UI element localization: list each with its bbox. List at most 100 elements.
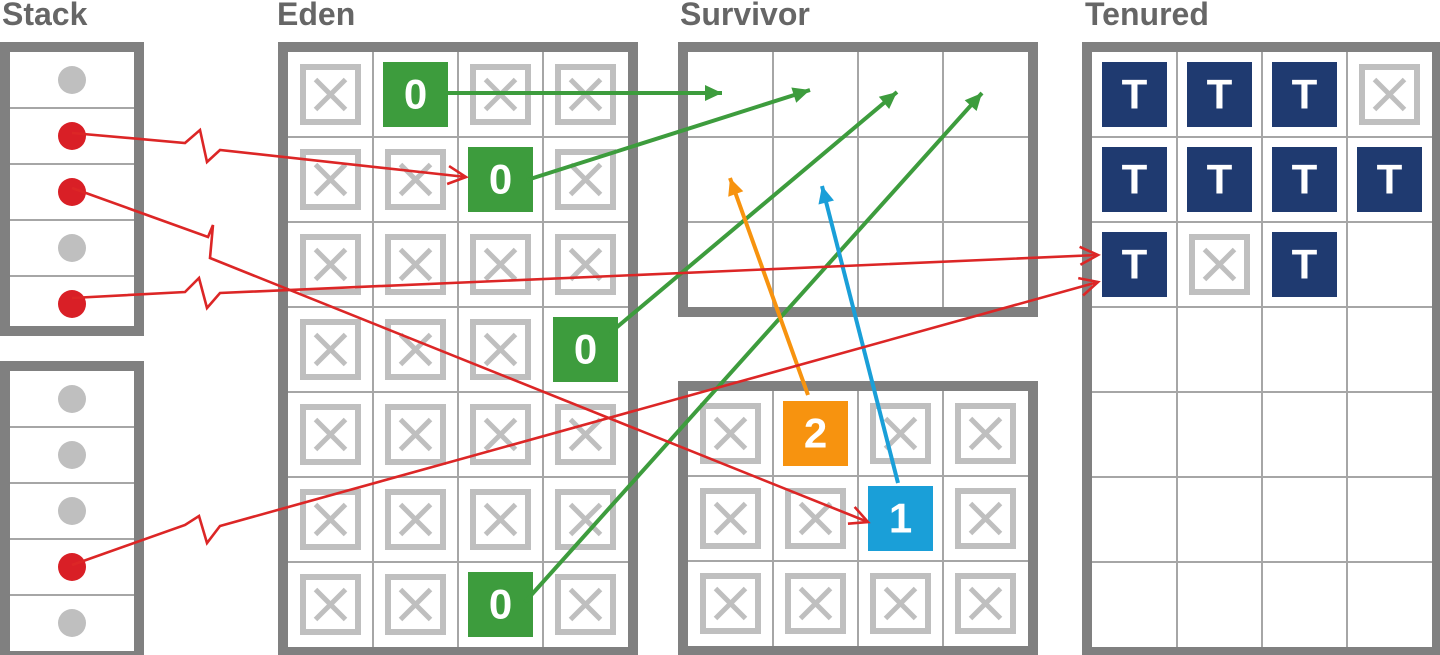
x-icon <box>398 332 433 367</box>
collected-object <box>1189 234 1250 295</box>
x-icon <box>313 502 348 537</box>
collected-object-box <box>785 488 846 549</box>
eden-title: Eden <box>277 0 356 32</box>
arrow-eden-0-to-survivor-line <box>526 88 811 182</box>
tenured-object-label: T <box>1377 156 1403 203</box>
collected-object-box <box>385 574 446 635</box>
collected-object <box>470 234 531 295</box>
tenured-object-box <box>1102 147 1167 212</box>
reference-stack-to-tenured <box>71 276 1101 567</box>
collected-object-box <box>385 489 446 550</box>
collected-object <box>700 573 761 634</box>
collected-object-box <box>955 573 1016 634</box>
x-icon <box>968 586 1003 621</box>
collected-object-box <box>300 149 361 210</box>
x-icon <box>483 332 518 367</box>
arrow-eden-0-to-survivor-line <box>608 90 899 335</box>
x-icon <box>968 501 1003 536</box>
collected-object <box>785 488 846 549</box>
object-age-2-box <box>783 401 848 466</box>
collected-object-box <box>700 403 761 464</box>
reference-stack-to-eden-line <box>71 127 467 179</box>
collected-object <box>955 403 1016 464</box>
tenured-object: T <box>1102 62 1167 127</box>
x-icon <box>398 417 433 452</box>
collected-object <box>955 573 1016 634</box>
tenured-object: T <box>1272 232 1337 297</box>
collected-object-box <box>700 488 761 549</box>
x-icon <box>398 587 433 622</box>
x-icon <box>568 162 603 197</box>
arrow-eden-0-to-survivor <box>526 87 811 182</box>
collected-object <box>385 489 446 550</box>
x-icon <box>798 501 833 536</box>
x-icon <box>313 587 348 622</box>
arrowhead-icon <box>818 186 834 205</box>
arrowhead-icon <box>446 164 469 186</box>
collected-object <box>470 489 531 550</box>
x-icon <box>568 587 603 622</box>
tenured-object: T <box>1102 232 1167 297</box>
x-icon <box>568 417 603 452</box>
arrowhead-icon <box>847 506 871 525</box>
x-icon <box>568 502 603 537</box>
collected-object <box>1359 64 1420 125</box>
x-icon <box>398 162 433 197</box>
x-icon <box>398 247 433 282</box>
collected-object <box>555 489 616 550</box>
collected-object-box <box>555 234 616 295</box>
x-icon <box>313 247 348 282</box>
arrow-eden-0-to-survivor <box>523 91 984 604</box>
collected-object-box <box>555 149 616 210</box>
collected-object-box <box>385 149 446 210</box>
collected-object <box>300 574 361 635</box>
collected-object <box>555 149 616 210</box>
x-icon <box>313 332 348 367</box>
object-age-0-label: 0 <box>489 156 512 203</box>
object-age-0-label: 0 <box>489 581 512 628</box>
object-age-0-box <box>383 62 448 127</box>
tenured-object: T <box>1357 147 1422 212</box>
tenured-object-box <box>1357 147 1422 212</box>
x-icon <box>483 417 518 452</box>
arrow-eden-0-to-survivor <box>608 90 899 335</box>
object-age-0: 0 <box>383 62 448 127</box>
tenured-object-label: T <box>1207 156 1233 203</box>
tenured-object-label: T <box>1122 241 1148 288</box>
collected-object <box>555 234 616 295</box>
x-icon <box>313 417 348 452</box>
collected-object-box <box>955 403 1016 464</box>
arrowhead-icon <box>728 178 744 197</box>
arrow-survivor-1-to-survivor <box>818 185 900 484</box>
x-icon <box>968 416 1003 451</box>
x-icon <box>798 586 833 621</box>
collected-object <box>385 234 446 295</box>
reference-stack-to-tenured-line <box>71 280 1099 567</box>
collected-object-box <box>470 404 531 465</box>
collected-object <box>870 403 931 464</box>
arrowhead-icon <box>1079 245 1101 266</box>
collected-object-box <box>1359 64 1420 125</box>
reference-stack-to-tenured-line <box>71 253 1099 311</box>
arrowhead-icon <box>705 85 722 101</box>
tenured-object-box <box>1187 62 1252 127</box>
stack-reference-dot <box>58 178 86 206</box>
stack-empty-slot-dot <box>58 497 86 525</box>
tenured-title: Tenured <box>1085 0 1209 32</box>
collected-object-box <box>955 488 1016 549</box>
x-icon <box>568 247 603 282</box>
collected-object-box <box>1189 234 1250 295</box>
collected-object-box <box>470 319 531 380</box>
collected-object <box>955 488 1016 549</box>
collected-object <box>555 404 616 465</box>
arrow-eden-0-to-survivor-line <box>523 91 984 604</box>
collected-object-box <box>470 489 531 550</box>
collected-object <box>385 319 446 380</box>
x-icon <box>713 586 748 621</box>
arrow-survivor-2-to-survivor <box>728 177 810 396</box>
object-age-0-box <box>468 147 533 212</box>
stack-reference-dot <box>58 122 86 150</box>
object-age-1: 1 <box>868 486 933 551</box>
tenured-object: T <box>1102 147 1167 212</box>
